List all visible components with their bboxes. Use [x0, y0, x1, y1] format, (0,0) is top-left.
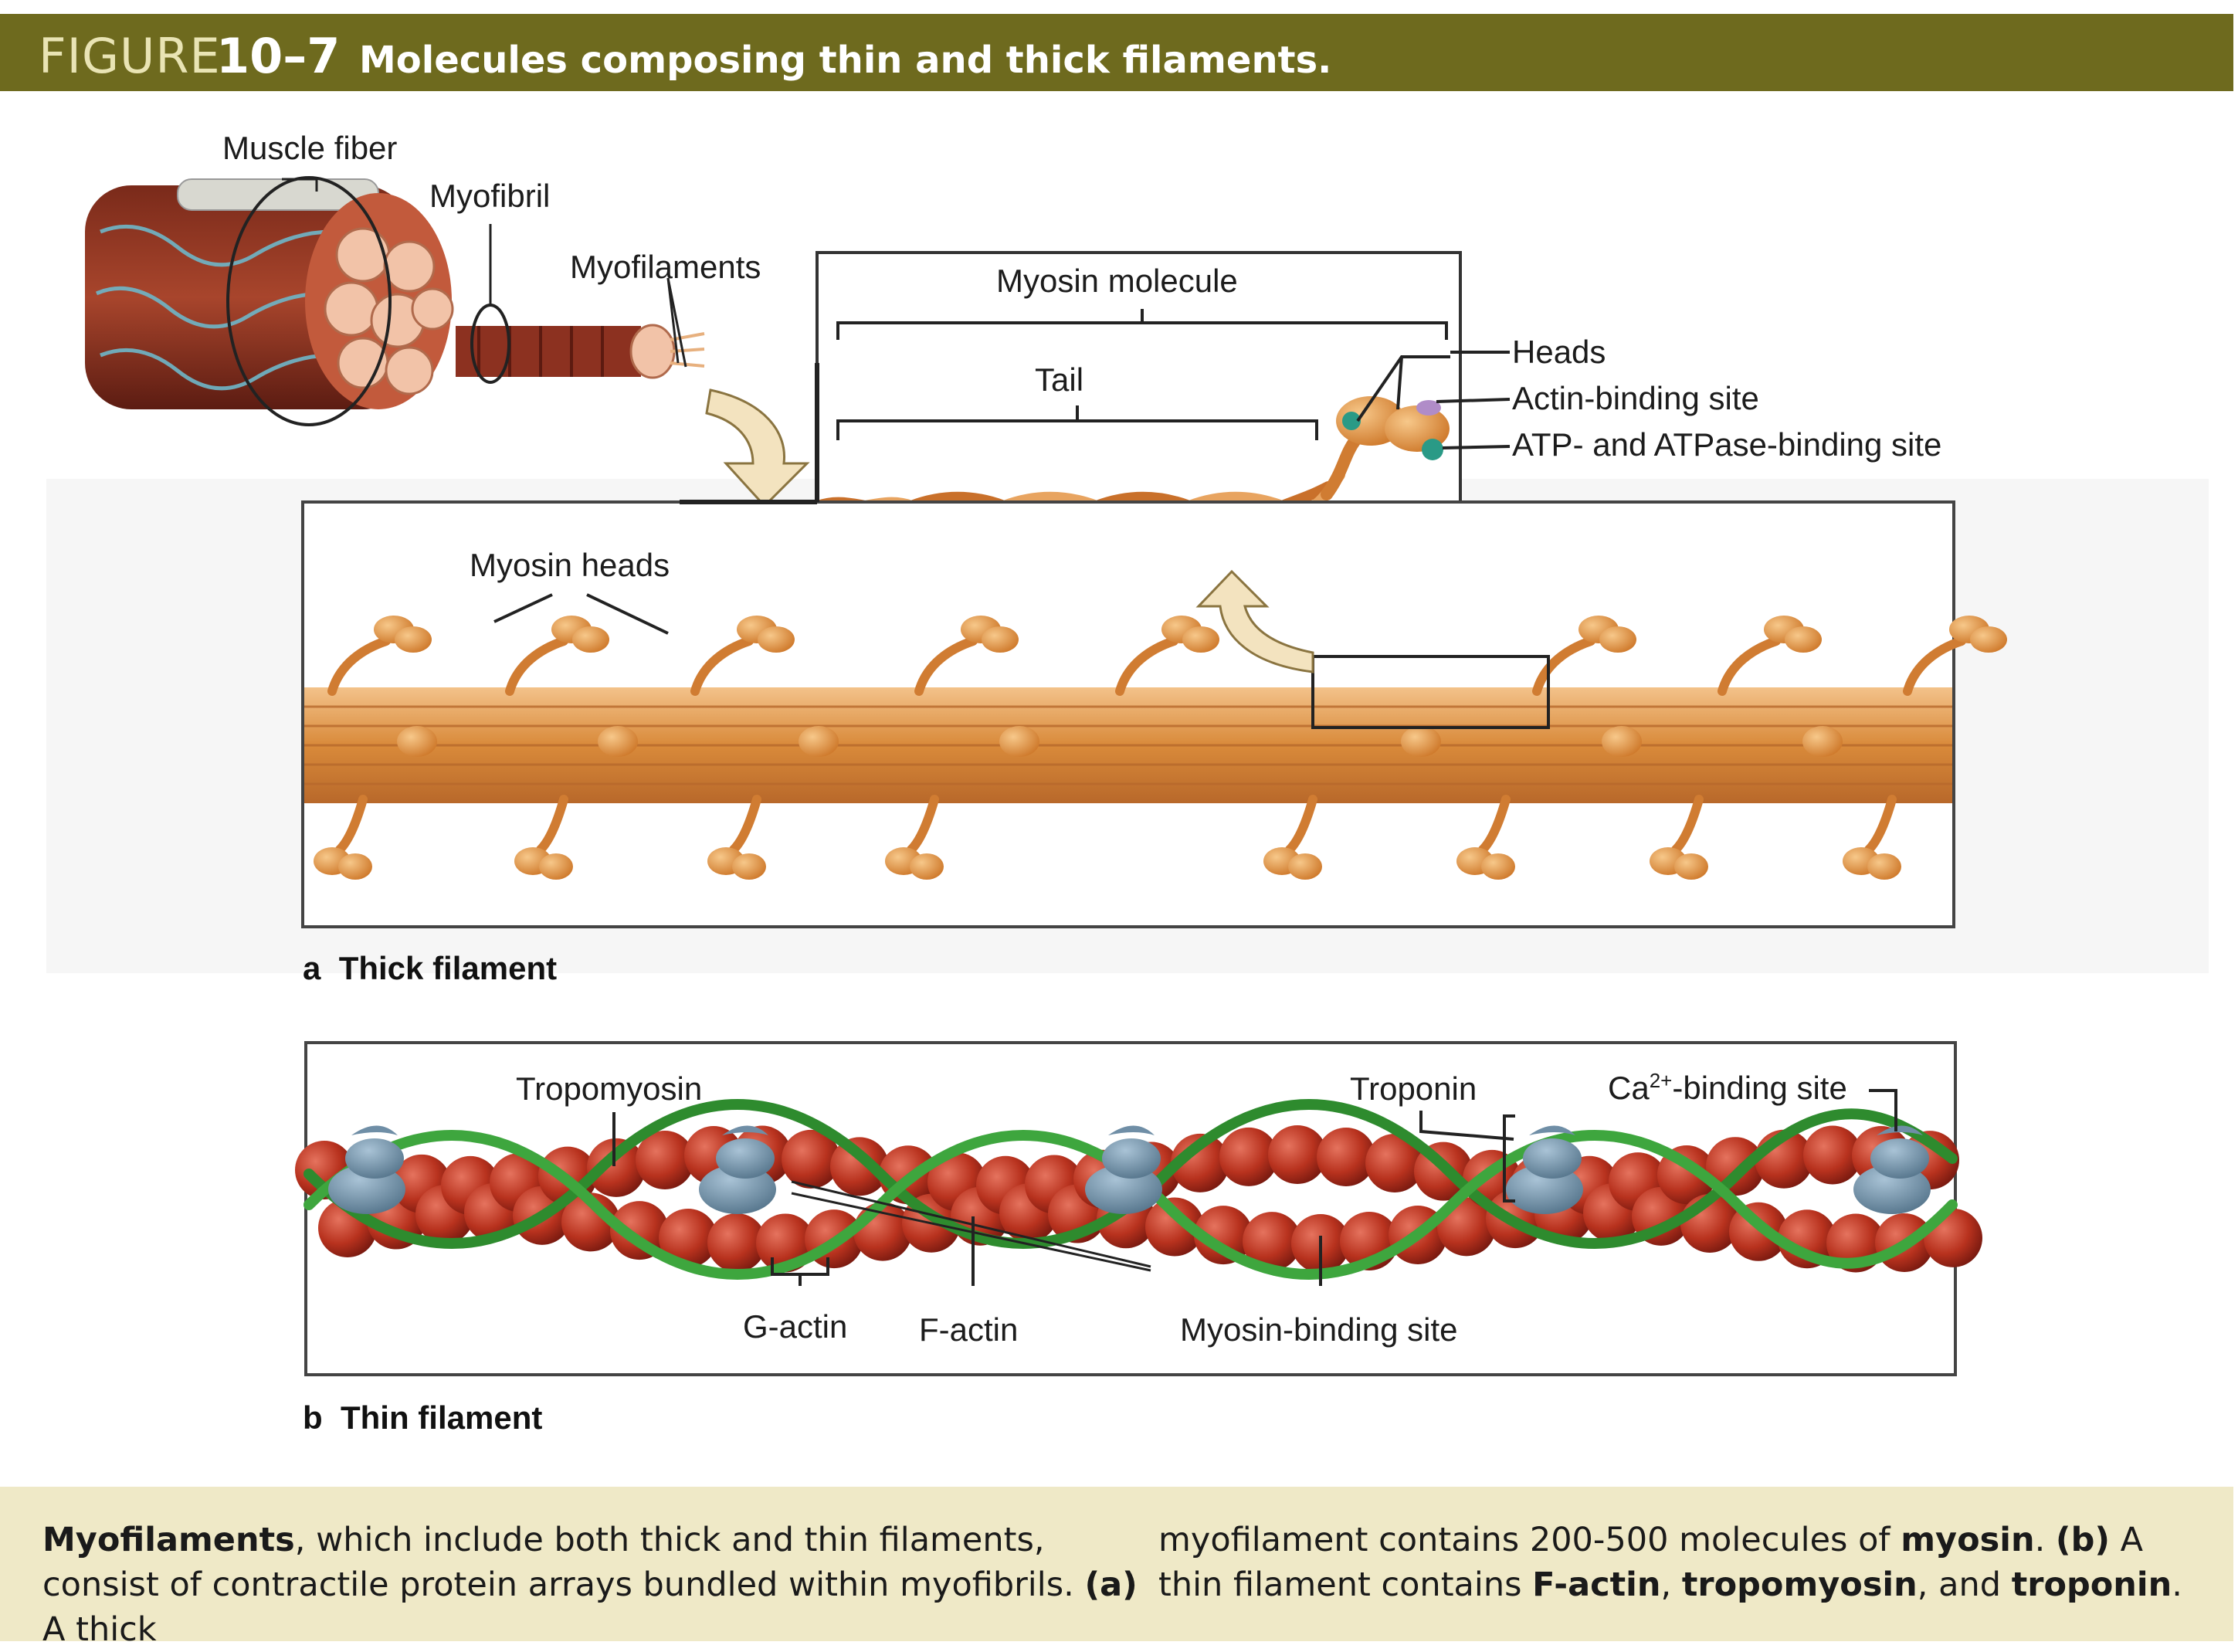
myosin-head [914, 616, 1019, 696]
g-actin-bead [782, 1129, 840, 1189]
figure-header: FIGURE 10–7 Molecules composing thin and… [0, 14, 2233, 91]
label-myofibril: Myofibril [429, 178, 551, 214]
myosin-head [314, 795, 372, 880]
panel-a-title: Thick filament [338, 950, 558, 986]
myosin-head [1717, 616, 1822, 696]
label-muscle-fiber: Muscle fiber [222, 130, 398, 166]
figure-caption: Myofilaments, which include both thick a… [0, 1487, 2233, 1649]
figure-word: FIGURE [39, 28, 221, 84]
g-actin-bead [659, 1209, 717, 1268]
myosin-head [1802, 726, 1843, 757]
g-actin-bead [561, 1192, 620, 1252]
g-actin-bead [1145, 1197, 1204, 1257]
troponin-complex [328, 1125, 405, 1214]
label-ca-binding-site: Ca2+-binding site [1608, 1069, 1847, 1106]
myosin-head [327, 616, 432, 696]
label-myosin-molecule: Myosin molecule [996, 263, 1238, 299]
g-actin-bead [1706, 1137, 1765, 1196]
label-troponin: Troponin [1350, 1070, 1477, 1107]
troponin-complex [1085, 1125, 1162, 1214]
myosin-head [1456, 795, 1515, 880]
thick-filament-panel [301, 363, 2007, 928]
g-actin-bead [1317, 1127, 1375, 1186]
g-actin-bead [636, 1130, 694, 1189]
label-actin-binding-site: Actin-binding site [1512, 380, 1759, 416]
caption-column-2: myofilament contains 200-500 molecules o… [1158, 1521, 2182, 1604]
label-tail: Tail [1035, 361, 1084, 398]
g-actin-bead [1171, 1133, 1229, 1192]
myosin-head [1401, 726, 1441, 757]
myosin-head [514, 795, 573, 880]
myosin-head [707, 795, 766, 880]
label-myosin-binding-site: Myosin-binding site [1180, 1311, 1458, 1348]
muscle-fiber-illustration [85, 176, 810, 508]
caption-column-1: Myofilaments, which include both thick a… [42, 1521, 1138, 1649]
figure-number: 10–7 [216, 28, 341, 84]
label-heads: Heads [1512, 334, 1606, 370]
troponin-complex [1506, 1125, 1583, 1214]
panel-a-caption: a Thick filament [303, 950, 557, 987]
panel-b-caption: b Thin filament [303, 1399, 542, 1437]
myosin-head [690, 616, 795, 696]
figure-title: Molecules composing thin and thick filam… [359, 39, 1332, 82]
g-actin-bead [587, 1138, 646, 1197]
myosin-head [1843, 795, 1901, 880]
myosin-head [1650, 795, 1708, 880]
g-actin-bead [830, 1137, 889, 1196]
label-f-actin: F-actin [919, 1311, 1019, 1348]
panel-b-title: Thin filament [341, 1399, 543, 1436]
troponin-complex [699, 1125, 776, 1214]
thin-filament-panel [295, 1041, 1982, 1376]
myosin-head [1115, 616, 1219, 696]
troponin-complex [1853, 1125, 1931, 1214]
myosin-head [1532, 616, 1636, 696]
label-myosin-heads: Myosin heads [470, 547, 670, 583]
g-actin-bead [1365, 1134, 1424, 1193]
myosin-head [799, 726, 839, 757]
myosin-head [598, 726, 638, 757]
myosin-head [885, 795, 944, 880]
g-actin-bead [1268, 1125, 1327, 1185]
label-g-actin: G-actin [743, 1308, 848, 1345]
panel-b-letter: b [303, 1399, 323, 1436]
g-actin-bead [707, 1213, 766, 1273]
myosin-head [1602, 726, 1642, 757]
label-myofilaments: Myofilaments [570, 249, 761, 285]
panel-a-letter: a [303, 950, 321, 986]
myosin-head [1903, 616, 2007, 696]
label-tropomyosin: Tropomyosin [516, 1070, 703, 1107]
myosin-head [505, 616, 609, 696]
label-atp-binding-site: ATP- and ATPase-binding site [1512, 426, 1942, 463]
g-actin-bead [1803, 1125, 1862, 1185]
myosin-head [999, 726, 1039, 757]
g-actin-bead [1194, 1206, 1253, 1265]
myosin-head [397, 726, 437, 757]
myosin-head [1263, 795, 1322, 880]
g-actin-bead [1243, 1212, 1301, 1271]
g-actin-bead [1219, 1127, 1278, 1186]
